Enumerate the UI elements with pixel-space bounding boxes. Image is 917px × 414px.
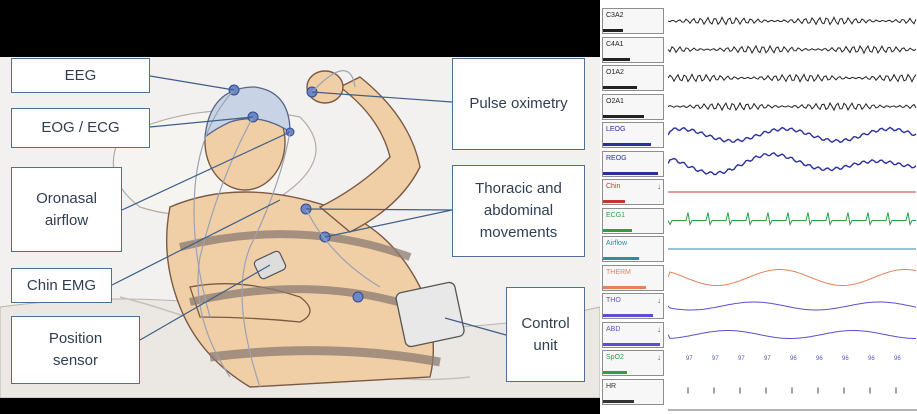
channel-label-tho[interactable]: THO ↓ bbox=[602, 293, 664, 319]
position-sensor-label-line1: Position bbox=[49, 328, 102, 350]
channel-name: O1A2 bbox=[606, 69, 624, 76]
channel-color-bar bbox=[603, 58, 630, 61]
channel-name: REOG bbox=[606, 155, 627, 162]
trace-leog bbox=[668, 128, 916, 143]
thoracic-label-line2: abdominal bbox=[484, 200, 553, 222]
channel-name: C3A2 bbox=[606, 12, 624, 19]
channel-color-bar bbox=[603, 400, 634, 403]
spo2-value: 97 bbox=[764, 356, 771, 362]
chin-emg-label: Chin EMG bbox=[27, 275, 96, 297]
chin-emg-label-box: Chin EMG bbox=[11, 268, 112, 303]
channel-label-reog[interactable]: REOG bbox=[602, 151, 664, 177]
scale-arrow-icon[interactable]: ↓ bbox=[657, 353, 661, 362]
control-unit-label-line1: Control bbox=[521, 313, 569, 335]
trace-abd bbox=[668, 331, 916, 339]
channel-color-bar bbox=[603, 343, 660, 346]
channel-name: SpO2 bbox=[606, 354, 624, 361]
channel-color-bar bbox=[603, 143, 651, 146]
position-sensor-label-line2: sensor bbox=[53, 350, 98, 372]
channel-color-bar bbox=[603, 29, 623, 32]
letterbox-bottom bbox=[0, 398, 600, 414]
trace-therm bbox=[668, 270, 916, 286]
channel-label-o1a2[interactable]: O1A2 bbox=[602, 65, 664, 91]
channel-color-bar bbox=[603, 172, 658, 175]
channel-name: Chin bbox=[606, 183, 620, 190]
pulse-oximetry-label: Pulse oximetry bbox=[469, 93, 567, 115]
spo2-value: 96 bbox=[842, 356, 849, 362]
trace-c4a1 bbox=[668, 46, 916, 53]
channel-name: C4A1 bbox=[606, 41, 624, 48]
spo2-value: 97 bbox=[712, 356, 719, 362]
channel-name: O2A1 bbox=[606, 98, 624, 105]
trace-ecg1 bbox=[668, 213, 916, 225]
position-sensor-label-box: Position sensor bbox=[11, 316, 140, 384]
letterbox-top bbox=[0, 0, 600, 57]
thoracic-label-line3: movements bbox=[480, 222, 558, 244]
channel-name: Airflow bbox=[606, 240, 627, 247]
trace-c3a2 bbox=[668, 17, 916, 24]
oronasal-label-line1: Oronasal bbox=[36, 188, 97, 210]
channel-color-bar bbox=[603, 229, 632, 232]
trace-reog bbox=[668, 153, 916, 175]
channel-label-spo2[interactable]: SpO2 ↓ bbox=[602, 350, 664, 376]
thoracic-label-line1: Thoracic and bbox=[475, 178, 562, 200]
signal-traces: 97 97 97 97 96 96 96 96 96 bbox=[668, 0, 917, 414]
eeg-label-box: EEG bbox=[11, 58, 150, 93]
thoracic-label-box: Thoracic and abdominal movements bbox=[452, 165, 585, 257]
channel-color-bar bbox=[603, 286, 646, 289]
eeg-label: EEG bbox=[65, 65, 97, 87]
channel-color-bar bbox=[603, 371, 627, 374]
channel-name: ABD bbox=[606, 326, 620, 333]
trace-o1a2 bbox=[668, 74, 916, 81]
spo2-value: 97 bbox=[686, 356, 693, 362]
channel-name: THERM bbox=[606, 269, 631, 276]
channel-name: ECG1 bbox=[606, 212, 625, 219]
channel-label-leog[interactable]: LEOG bbox=[602, 122, 664, 148]
channel-color-bar bbox=[603, 314, 653, 317]
channel-name: LEOG bbox=[606, 126, 625, 133]
channel-label-ecg1[interactable]: ECG1 bbox=[602, 208, 664, 234]
spo2-value: 96 bbox=[894, 356, 901, 362]
channel-color-bar bbox=[603, 257, 639, 260]
spo2-value: 96 bbox=[868, 356, 875, 362]
pulse-oximetry-label-box: Pulse oximetry bbox=[452, 58, 585, 150]
eog-ecg-label: EOG / ECG bbox=[41, 117, 119, 139]
channel-label-hr[interactable]: HR bbox=[602, 379, 664, 405]
channel-color-bar bbox=[603, 200, 625, 203]
control-unit-label-box: Control unit bbox=[506, 287, 585, 382]
channel-label-c3a2[interactable]: C3A2 bbox=[602, 8, 664, 34]
spo2-value: 96 bbox=[816, 356, 823, 362]
oronasal-label-line2: airflow bbox=[45, 210, 88, 232]
channel-label-abd[interactable]: ABD ↓ bbox=[602, 322, 664, 348]
control-unit-label-line2: unit bbox=[533, 335, 557, 357]
oronasal-label-box: Oronasal airflow bbox=[11, 167, 122, 252]
channel-label-therm[interactable]: THERM bbox=[602, 265, 664, 291]
trace-o2a1 bbox=[668, 103, 916, 110]
channel-label-chin[interactable]: Chin ↓ bbox=[602, 179, 664, 205]
spo2-value: 97 bbox=[738, 356, 745, 362]
trace-tho bbox=[668, 302, 916, 310]
channel-label-airflow[interactable]: Airflow bbox=[602, 236, 664, 262]
channel-label-o2a1[interactable]: O2A1 bbox=[602, 94, 664, 120]
scale-arrow-icon[interactable]: ↓ bbox=[657, 325, 661, 334]
scale-arrow-icon[interactable]: ↓ bbox=[657, 182, 661, 191]
channel-name: THO bbox=[606, 297, 621, 304]
channel-color-bar bbox=[603, 115, 644, 118]
spo2-value: 96 bbox=[790, 356, 797, 362]
channel-label-c4a1[interactable]: C4A1 bbox=[602, 37, 664, 63]
channel-color-bar bbox=[603, 86, 637, 89]
scale-arrow-icon[interactable]: ↓ bbox=[657, 296, 661, 305]
eog-ecg-label-box: EOG / ECG bbox=[11, 108, 150, 148]
channel-name: HR bbox=[606, 383, 616, 390]
